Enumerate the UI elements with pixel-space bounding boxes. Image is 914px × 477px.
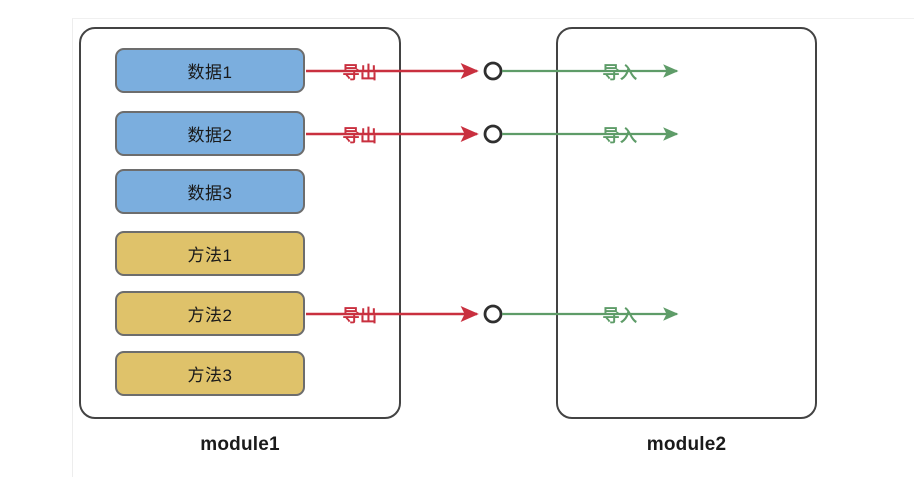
export-label-2: 导出: [342, 126, 378, 146]
item-data-3[interactable]: 数据3: [115, 169, 305, 214]
module1-caption: module1: [200, 434, 280, 455]
import-label-2: 导入: [602, 126, 638, 146]
item-label: 数据3: [187, 184, 233, 203]
item-label: 方法2: [187, 306, 233, 325]
import-label-3: 导入: [602, 306, 638, 326]
export-label-3: 导出: [342, 306, 378, 326]
item-label: 数据2: [187, 126, 233, 145]
item-label: 方法3: [187, 366, 233, 385]
item-method-3[interactable]: 方法3: [115, 351, 305, 396]
item-method-1[interactable]: 方法1: [115, 231, 305, 276]
module2-caption: module2: [646, 434, 727, 455]
export-label-1: 导出: [342, 63, 378, 83]
item-label: 数据1: [187, 63, 233, 82]
module2-container[interactable]: [556, 27, 817, 419]
item-method-2[interactable]: 方法2: [115, 291, 305, 336]
item-data-2[interactable]: 数据2: [115, 111, 305, 156]
item-data-1[interactable]: 数据1: [115, 48, 305, 93]
import-label-1: 导入: [602, 63, 638, 83]
item-label: 方法1: [187, 246, 233, 265]
